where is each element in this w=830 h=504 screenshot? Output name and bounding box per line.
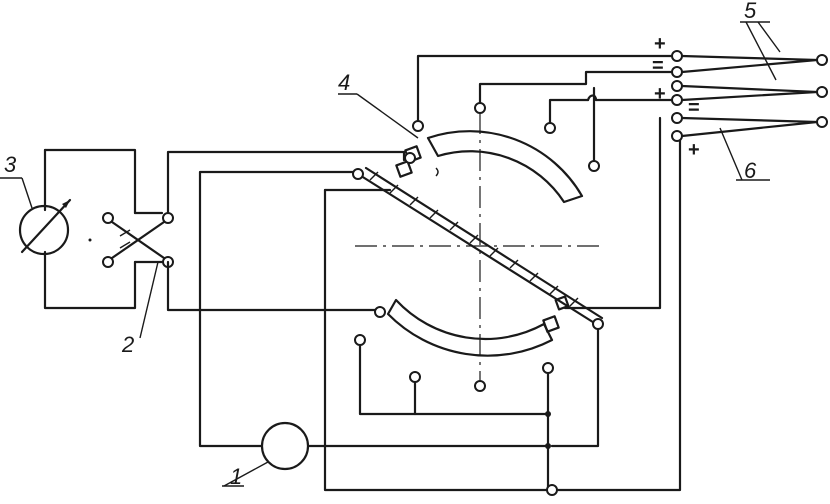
- terminal-block: [671, 50, 828, 142]
- switch-terminal: [102, 212, 114, 224]
- polarity-plus: +: [654, 33, 666, 55]
- label-sample-plate: 4: [338, 70, 350, 95]
- terminals: [352, 102, 604, 496]
- center-lines: [355, 112, 605, 380]
- label-reversing-switch: 2: [121, 332, 134, 357]
- polarity-plus: +: [688, 139, 700, 161]
- label-galvanometer: 3: [4, 152, 17, 177]
- galvanometer-body: [18, 204, 70, 256]
- polarity-minus: =: [652, 55, 664, 77]
- circuit-wiring: [166, 54, 682, 492]
- polarity-plus: +: [654, 83, 666, 105]
- polarity-minus: =: [688, 97, 700, 119]
- label-ammeter: 1: [230, 464, 242, 489]
- switch-blade: [110, 220, 166, 260]
- ammeter: [260, 421, 310, 471]
- pointer-arrowhead-icon: [62, 200, 70, 208]
- reversing-switch: [88, 212, 174, 268]
- leader-lines: [0, 21, 781, 487]
- lower-electrode: [386, 295, 570, 357]
- label-leads-bottom: 6: [744, 158, 757, 183]
- galvanometer-pointer: [20, 198, 72, 254]
- galvanometer-circuit: [43, 148, 164, 310]
- upper-electrode: [395, 130, 584, 204]
- switch-terminal: [102, 256, 114, 268]
- label-leads-top: 5: [744, 0, 757, 23]
- sample-plate: [356, 166, 604, 326]
- galvanometer: [18, 198, 72, 256]
